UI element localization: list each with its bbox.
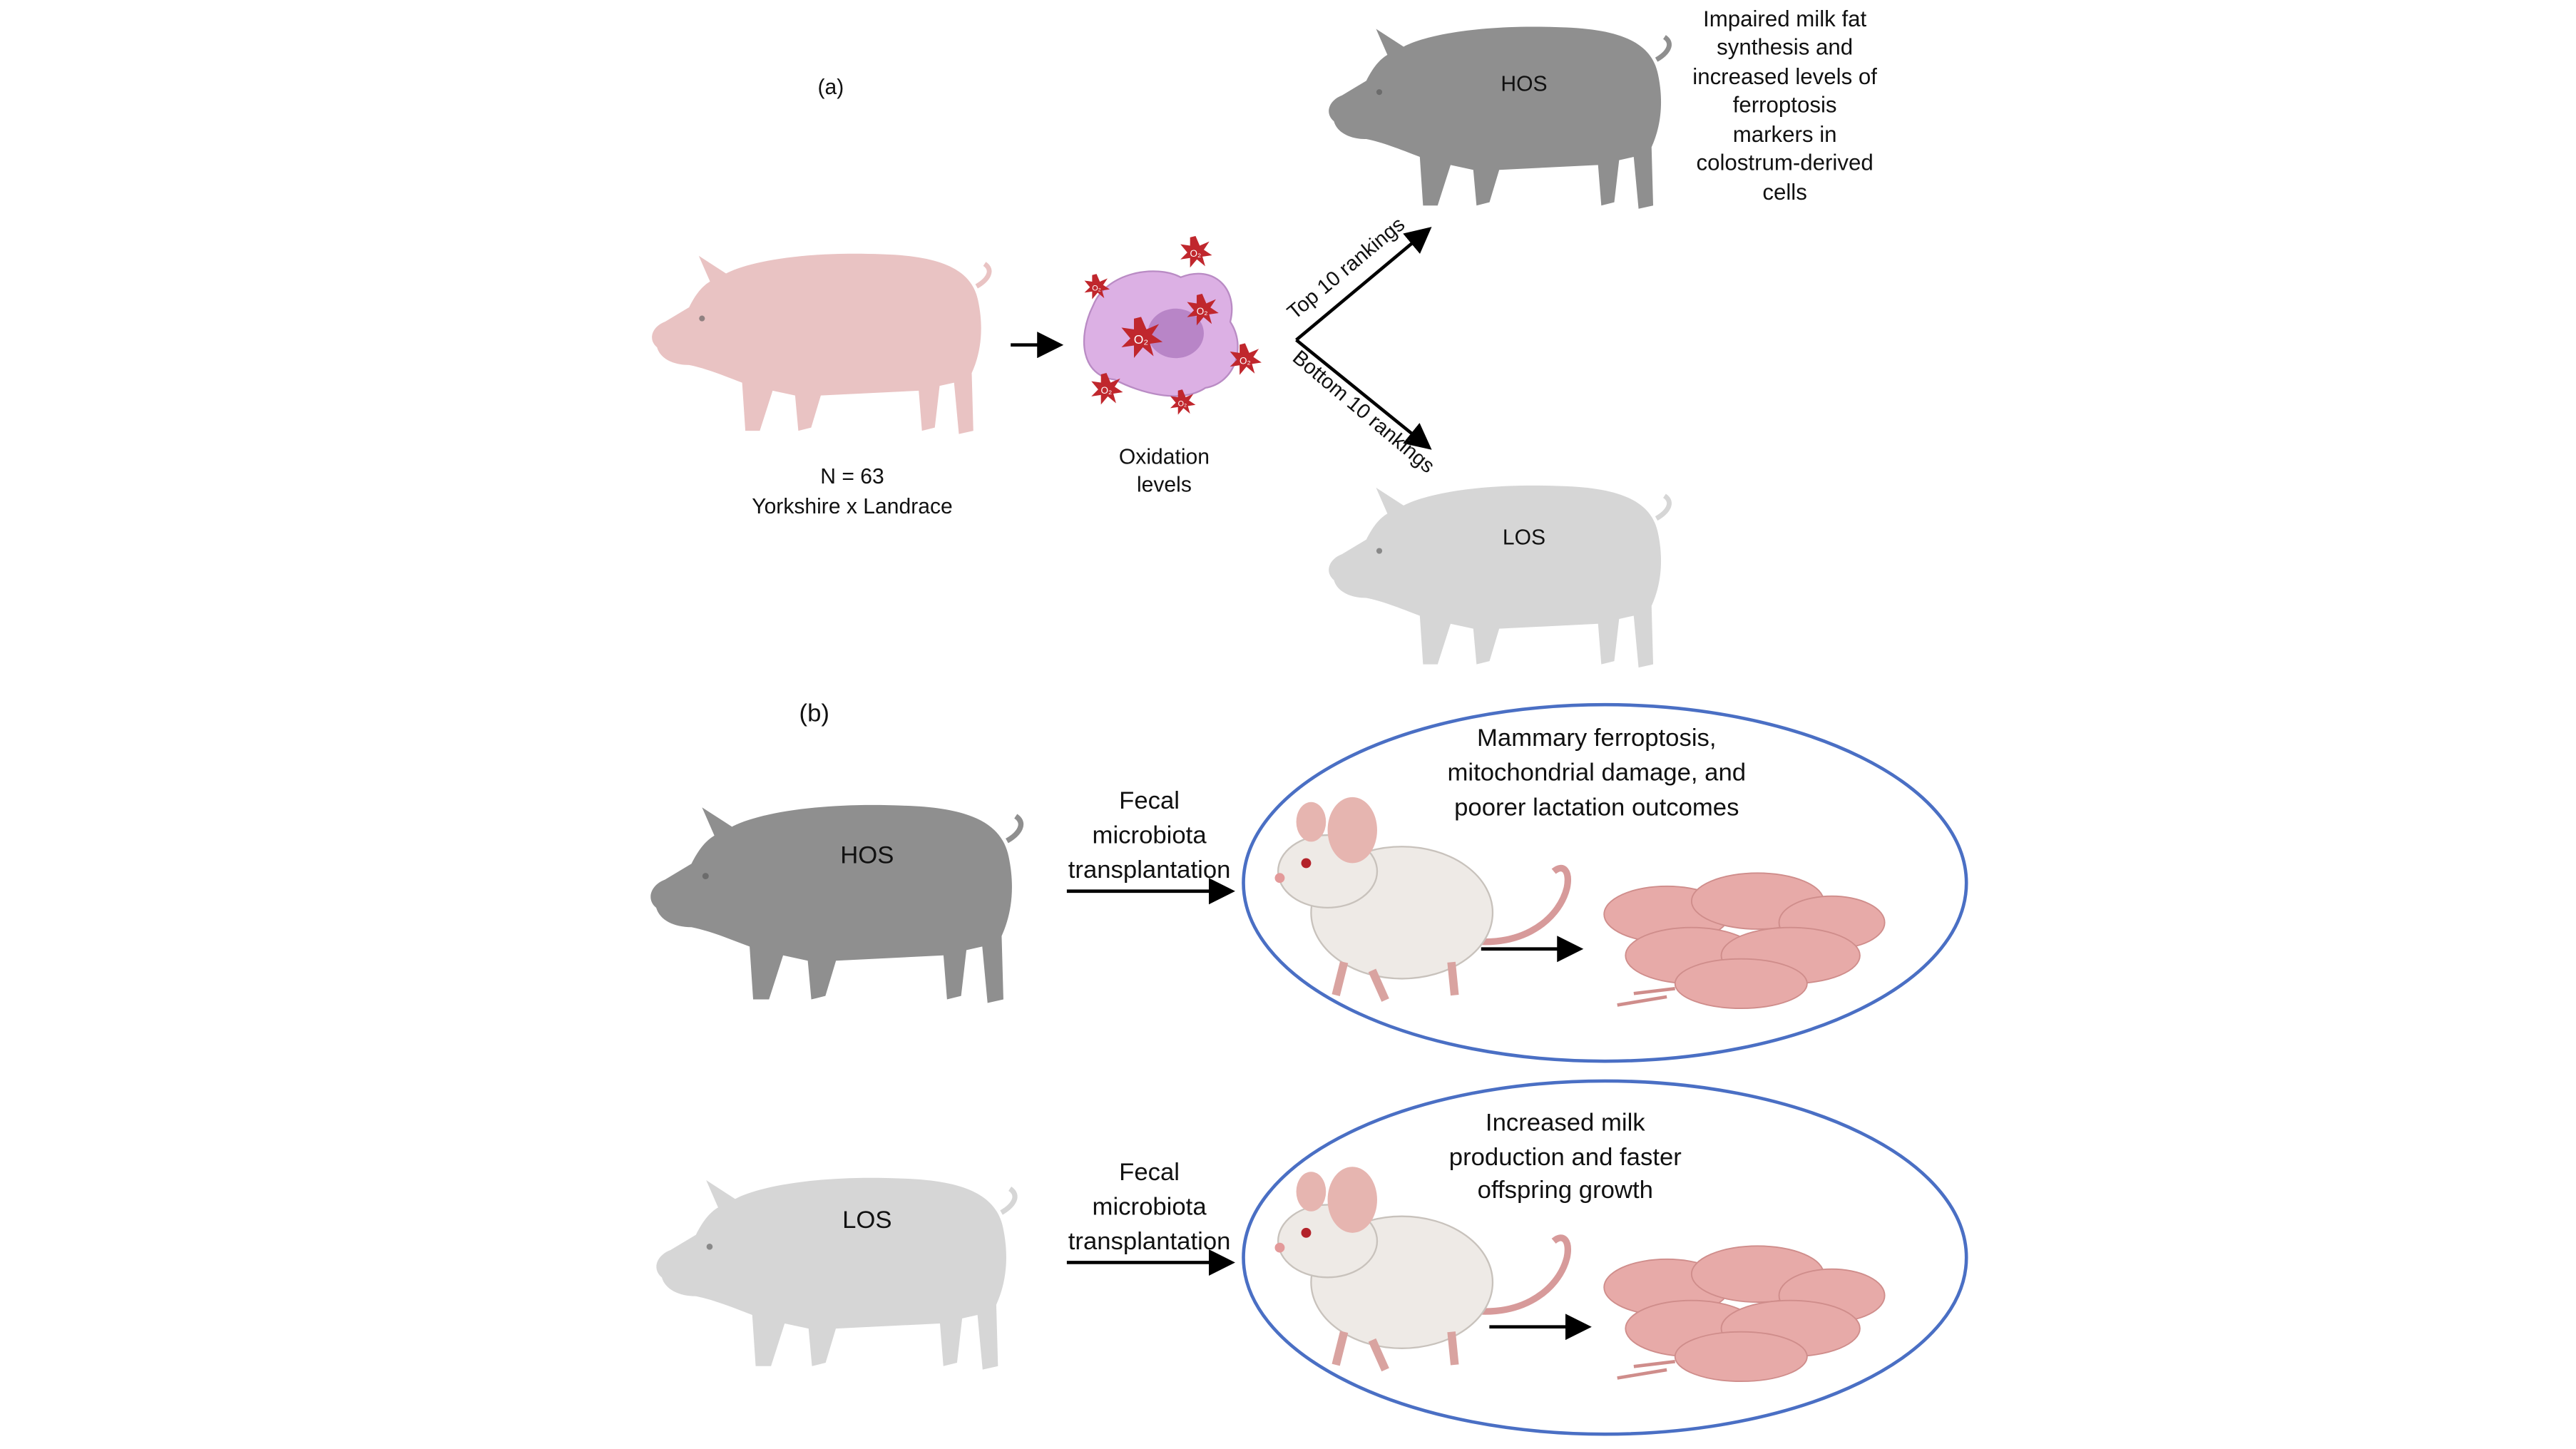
- outcome-line: markers in: [1733, 122, 1837, 147]
- hos-donor-pig-icon: [650, 805, 1021, 1003]
- hos-outcome-text: Impaired milk fat synthesis and increase…: [1692, 6, 1877, 205]
- bottom-branch-arrow: [1295, 338, 1432, 450]
- hos-outcome-ellipse: [1242, 702, 1968, 1063]
- hos-label: HOS: [1501, 72, 1547, 96]
- source-pig-icon: [652, 254, 989, 434]
- outcome-line: increased levels of: [1692, 64, 1877, 89]
- top-branch-arrow: [1295, 227, 1432, 342]
- oxidized-cell-icon: [1083, 235, 1262, 415]
- los-outcome-ellipse: [1242, 1079, 1968, 1436]
- procedure-line: microbiota: [1093, 822, 1207, 849]
- los-label: LOS: [1503, 526, 1545, 550]
- procedure-line: Fecal: [1119, 1159, 1180, 1186]
- procedure-line: microbiota: [1093, 1193, 1207, 1220]
- outcome-line: ferroptosis: [1733, 92, 1837, 117]
- outcome-line: poorer lactation outcomes: [1454, 794, 1739, 821]
- pups-icon: [1604, 1246, 1884, 1381]
- mouse-icon: [1274, 797, 1568, 1000]
- procedure-line: transplantation: [1068, 856, 1231, 884]
- panel-a-label: (a): [818, 76, 844, 99]
- sample-size: N = 63: [820, 465, 884, 488]
- outcome-line: synthesis and: [1717, 34, 1853, 59]
- bottom-branch-label: Bottom 10 rankings: [1288, 346, 1438, 478]
- oxidation-label-2: levels: [1137, 473, 1192, 497]
- outcome-line: Impaired milk fat: [1703, 6, 1866, 31]
- outcome-line: offspring growth: [1478, 1177, 1653, 1204]
- procedure-line: Fecal: [1119, 787, 1180, 814]
- hos-pig-icon: [1329, 26, 1669, 208]
- outcome-line: Mammary ferroptosis,: [1477, 724, 1717, 752]
- outcome-line: colostrum-derived: [1697, 150, 1874, 175]
- procedure-line: transplantation: [1068, 1228, 1231, 1255]
- outcome-line: Increased milk: [1486, 1109, 1645, 1136]
- breed-label: Yorkshire x Landrace: [752, 495, 952, 518]
- los-donor-pig-icon: [656, 1178, 1015, 1370]
- hos-donor-label: HOS: [840, 841, 894, 869]
- los-donor-label: LOS: [842, 1207, 891, 1234]
- outcome-line: production and faster: [1449, 1144, 1682, 1171]
- los-pig-icon: [1329, 486, 1669, 667]
- outcome-line: cells: [1762, 180, 1806, 205]
- panel-b-label: (b): [799, 700, 829, 727]
- oxidation-label-1: Oxidation: [1119, 445, 1210, 469]
- top-branch-label: Top 10 rankings: [1283, 213, 1409, 324]
- pups-icon: [1604, 873, 1884, 1008]
- outcome-line: mitochondrial damage, and: [1447, 759, 1746, 787]
